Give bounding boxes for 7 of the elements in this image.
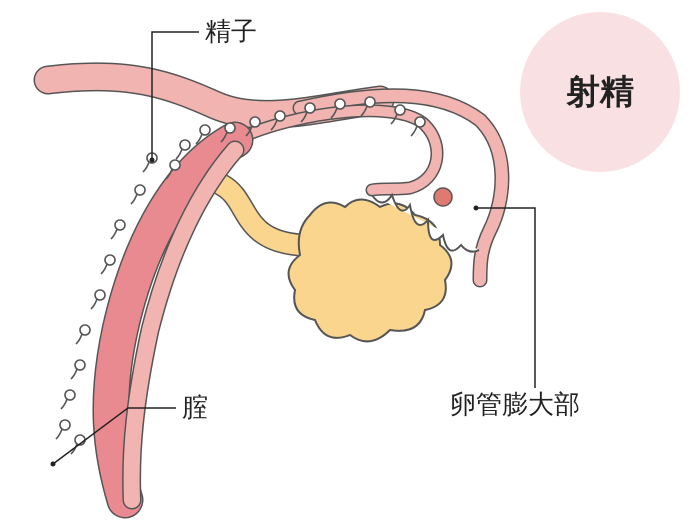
leader-line	[150, 31, 199, 162]
leader-line	[50, 407, 176, 466]
part-label: 精子	[205, 19, 257, 45]
badge-title: 射精	[566, 71, 634, 114]
part-label: 腟	[182, 395, 208, 421]
leader-line	[474, 206, 536, 388]
part-label: 卵管膨大部	[450, 392, 580, 418]
